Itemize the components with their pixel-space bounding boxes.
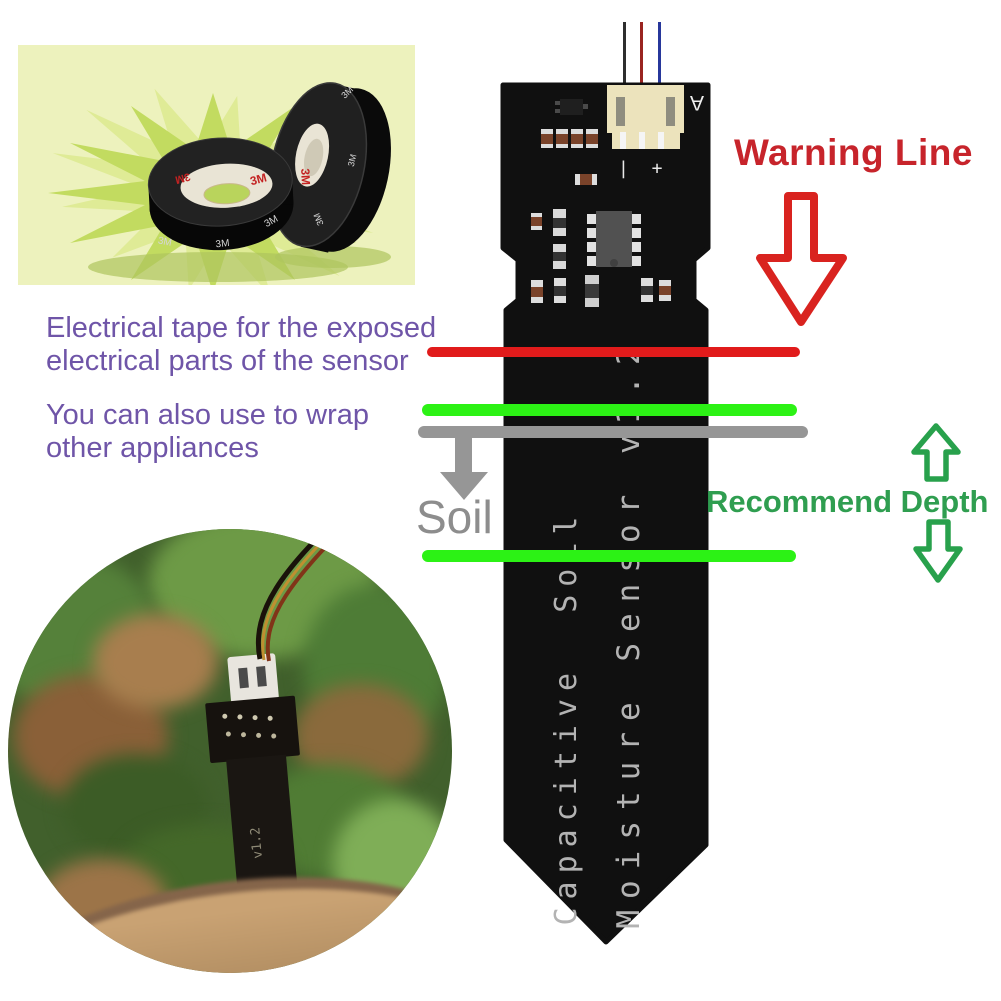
sensor-wire-black bbox=[623, 22, 626, 87]
up-arrow-icon bbox=[911, 423, 961, 482]
soil-arrow bbox=[455, 432, 472, 474]
warning-line-label: Warning Line bbox=[734, 132, 973, 173]
pcb-corner-marker: A bbox=[690, 91, 704, 114]
tape-roll-front: 3M 3M 3M 3M 3M bbox=[147, 137, 294, 250]
soil-moisture-sensor: A | + Capacitive Soil Moisture Sensor v1… bbox=[500, 82, 711, 945]
soil-arrow-head bbox=[440, 472, 488, 500]
brand-mark: 3M bbox=[215, 238, 230, 250]
brand-mark-red: 3M bbox=[248, 170, 268, 188]
note-line: electrical parts of the sensor bbox=[46, 345, 409, 377]
pcb-polarity-marks: | + bbox=[618, 158, 669, 179]
pcb-components bbox=[531, 85, 684, 307]
down-arrow-icon bbox=[913, 519, 963, 583]
warning-line-bar bbox=[427, 347, 800, 357]
note-line: other appliances bbox=[46, 432, 259, 464]
dried-leaves-blob bbox=[93, 614, 218, 709]
recommend-depth-label: Recommend Depth bbox=[706, 484, 989, 519]
note-line: You can also use to wrap bbox=[46, 399, 369, 431]
note-electrical-tape: Electrical tape for the exposed electric… bbox=[46, 312, 436, 378]
ic-chip bbox=[596, 211, 632, 267]
brand-mark: 3M bbox=[157, 235, 173, 248]
tape-roll-standing: 3M 3M 3M 3M bbox=[269, 82, 391, 253]
depth-line-bottom bbox=[422, 550, 796, 562]
recommend-depth-arrows bbox=[911, 423, 963, 583]
note-line: Electrical tape for the exposed bbox=[46, 312, 437, 344]
soil-label: Soil bbox=[416, 491, 493, 543]
warning-down-arrow-icon bbox=[756, 192, 847, 326]
tape-panel: 3M 3M 3M 3M 3M 3M 3M 3M 3M bbox=[18, 45, 415, 298]
tape-illustration: 3M 3M 3M 3M 3M 3M 3M 3M 3M bbox=[18, 45, 415, 298]
brand-mark-red: 3M bbox=[298, 168, 313, 185]
sensor-wire-blue bbox=[658, 22, 661, 87]
brand-mark: 3M bbox=[346, 153, 359, 168]
pcb-print-capacitive-soil: Capacitive Soil bbox=[549, 509, 584, 926]
sensor-wire-red bbox=[640, 22, 643, 87]
sensor-in-plant-photo: v1.2 bbox=[8, 529, 452, 973]
tape-shadow-2 bbox=[275, 246, 391, 268]
pcb-print-moisture-sensor: Moisture Sensor v1.2 bbox=[611, 335, 647, 928]
depth-line-top bbox=[422, 404, 797, 416]
brand-mark-red: 3M bbox=[174, 170, 192, 186]
note-wrap-appliances: You can also use to wrap other appliance… bbox=[46, 399, 369, 465]
brand-mark: 3M bbox=[312, 212, 326, 227]
photo-sensor-wires bbox=[256, 529, 345, 662]
soil-surface-line bbox=[418, 426, 808, 438]
